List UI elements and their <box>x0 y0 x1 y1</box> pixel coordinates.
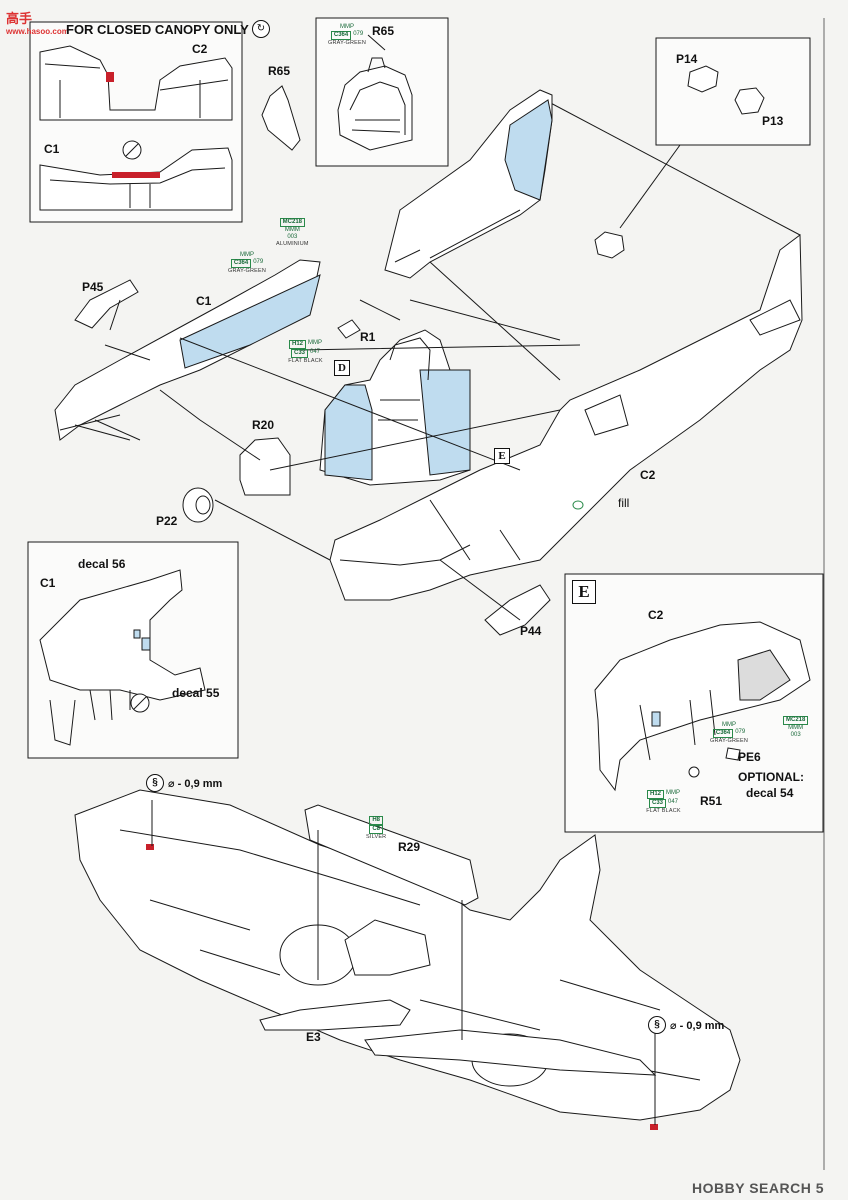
callout-e: E <box>494 448 510 464</box>
drill-note-bottom: § ⌀ - 0,9 mm <box>648 1016 724 1034</box>
part-label-pe6: PE6 <box>738 750 761 764</box>
decal-56-label: decal 56 <box>78 557 126 571</box>
part-label-e3: E3 <box>306 1030 321 1044</box>
paint-aluminium-c1: MC218 MMM 003 ALUMINIUM <box>276 218 309 247</box>
part-label-r20: R20 <box>252 418 275 432</box>
page-number: 5 <box>815 1180 824 1196</box>
part-label-r1: R1 <box>360 330 376 344</box>
paint-silver-r29: H8 C8 SILVER <box>366 816 387 840</box>
part-label-c2-inset: C2 <box>192 42 208 56</box>
brand-watermark: HOBBY SEARCH 5 <box>692 1180 824 1196</box>
part-label-p14: P14 <box>676 52 698 66</box>
inset-title: FOR CLOSED CANOPY ONLY <box>66 22 249 37</box>
part-label-c1-detail: C1 <box>40 576 56 590</box>
site-watermark: 高手 www.hasoo.com <box>6 11 69 36</box>
drill-icon: § <box>146 774 164 792</box>
paint-aluminium-e: MC218 MMM 003 <box>782 716 809 739</box>
part-label-p13: P13 <box>762 114 784 128</box>
part-label-r29: R29 <box>398 840 421 854</box>
inset-e-tag: E <box>572 580 596 604</box>
part-label-c1-inset: C1 <box>44 142 60 156</box>
part-label-r65-detail: R65 <box>372 24 395 38</box>
decal-54-label: decal 54 <box>746 786 794 800</box>
callout-d: D <box>334 360 350 376</box>
drill-note-top: § ⌀ - 0,9 mm <box>146 774 222 792</box>
part-label-r51: R51 <box>700 794 723 808</box>
fill-label: fill <box>618 496 630 510</box>
part-label-c2-detail: C2 <box>648 608 664 622</box>
part-label-p44: P44 <box>520 624 542 638</box>
optional-label: OPTIONAL: <box>738 770 804 784</box>
part-label-p22: P22 <box>156 514 178 528</box>
drill-icon: § <box>648 1016 666 1034</box>
part-label-c2: C2 <box>640 468 656 482</box>
decal-55-label: decal 55 <box>172 686 220 700</box>
part-label-r65-left: R65 <box>268 64 291 78</box>
step-sequence-icon: ↻ <box>252 20 270 38</box>
part-label-c1: C1 <box>196 294 212 308</box>
part-label-p45: P45 <box>82 280 104 294</box>
